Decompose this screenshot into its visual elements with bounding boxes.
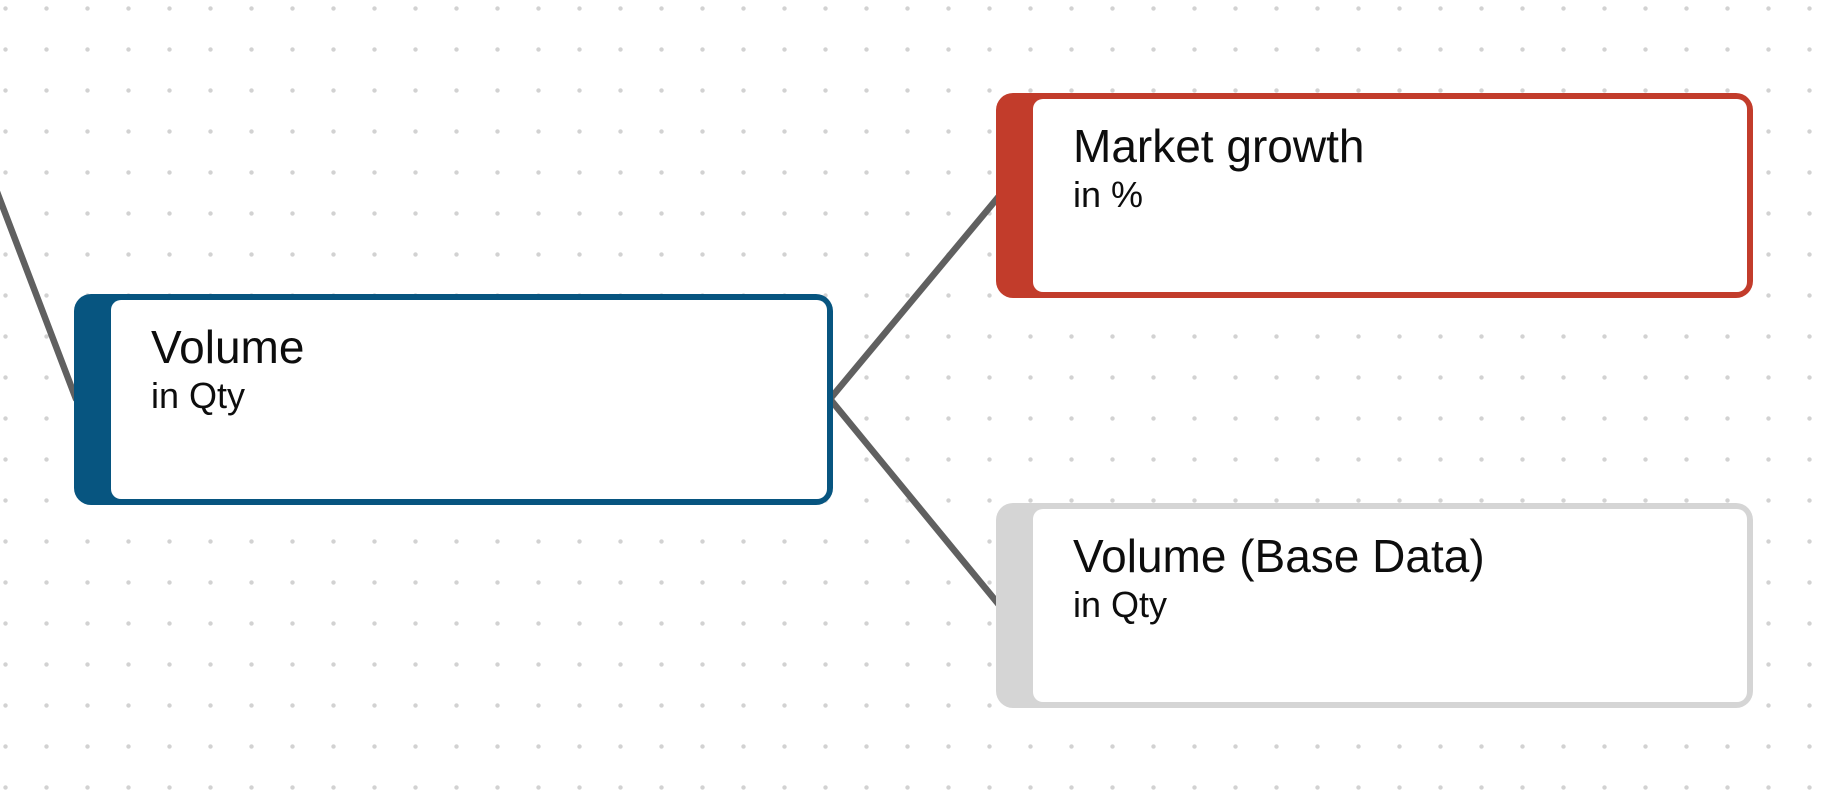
node-market-growth-body: Market growth in % xyxy=(1033,99,1747,292)
node-volume[interactable]: Volume in Qty xyxy=(74,294,833,505)
edge-offscreen-parent-to-volume xyxy=(0,190,80,403)
node-volume-base-data[interactable]: Volume (Base Data) in Qty xyxy=(996,503,1753,708)
node-title: Volume xyxy=(151,321,305,373)
node-unit: in % xyxy=(1073,173,1144,215)
node-volume-base-data-body: Volume (Base Data) in Qty xyxy=(1033,509,1747,702)
node-unit: in Qty xyxy=(1073,583,1168,625)
node-volume-body: Volume in Qty xyxy=(111,300,827,499)
node-title: Volume (Base Data) xyxy=(1073,530,1485,582)
edge-volume-to-volume-base-data xyxy=(826,395,1004,610)
node-title: Market growth xyxy=(1073,120,1365,172)
node-market-growth[interactable]: Market growth in % xyxy=(996,93,1753,298)
edge-volume-to-market-growth xyxy=(826,191,1004,403)
node-unit: in Qty xyxy=(151,374,246,416)
